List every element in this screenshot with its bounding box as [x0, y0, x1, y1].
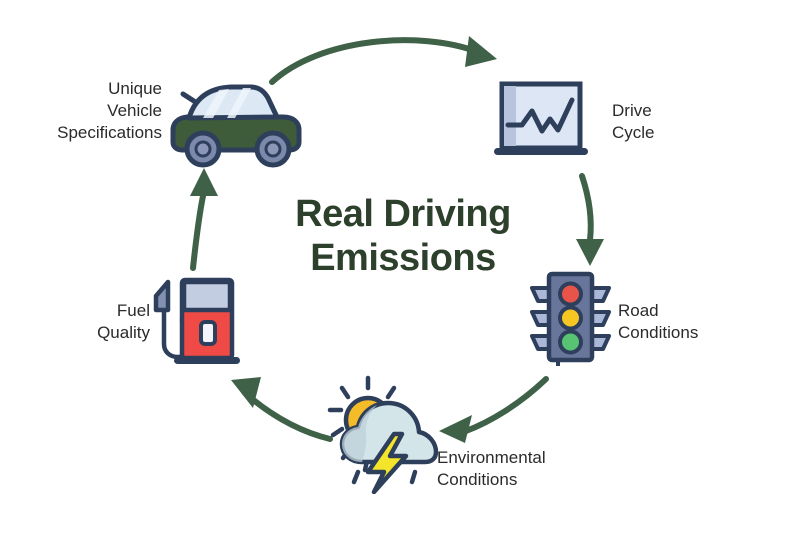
node-label-fuel-quality: Fuel Quality	[97, 301, 150, 342]
node-label-environmental-conditions: Environmental Conditions	[437, 448, 546, 489]
arrow-vehicle-to-drive	[269, 36, 497, 85]
arrow-road-to-environmental	[439, 376, 549, 443]
arrow-fuel-to-vehicle	[190, 168, 218, 271]
traffic-light-icon	[528, 268, 613, 368]
page-title-line-1: Real Driving	[295, 193, 511, 235]
car-icon	[165, 72, 310, 172]
page-title: Real Driving Emissions	[243, 192, 563, 280]
sun-cloud-lightning-icon	[320, 372, 450, 495]
node-label-drive-cycle: Drive Cycle	[612, 101, 655, 142]
arrow-environmental-to-fuel	[231, 377, 333, 442]
node-label-road-conditions: Road Conditions	[618, 301, 699, 342]
arrow-drive-to-road	[576, 173, 604, 266]
line-chart-icon	[492, 78, 592, 163]
node-label-unique-vehicle-specifications: Unique Vehicle Specifications	[57, 79, 162, 142]
page-title-line-2: Emissions	[310, 237, 496, 279]
fuel-pump-icon	[146, 272, 246, 366]
